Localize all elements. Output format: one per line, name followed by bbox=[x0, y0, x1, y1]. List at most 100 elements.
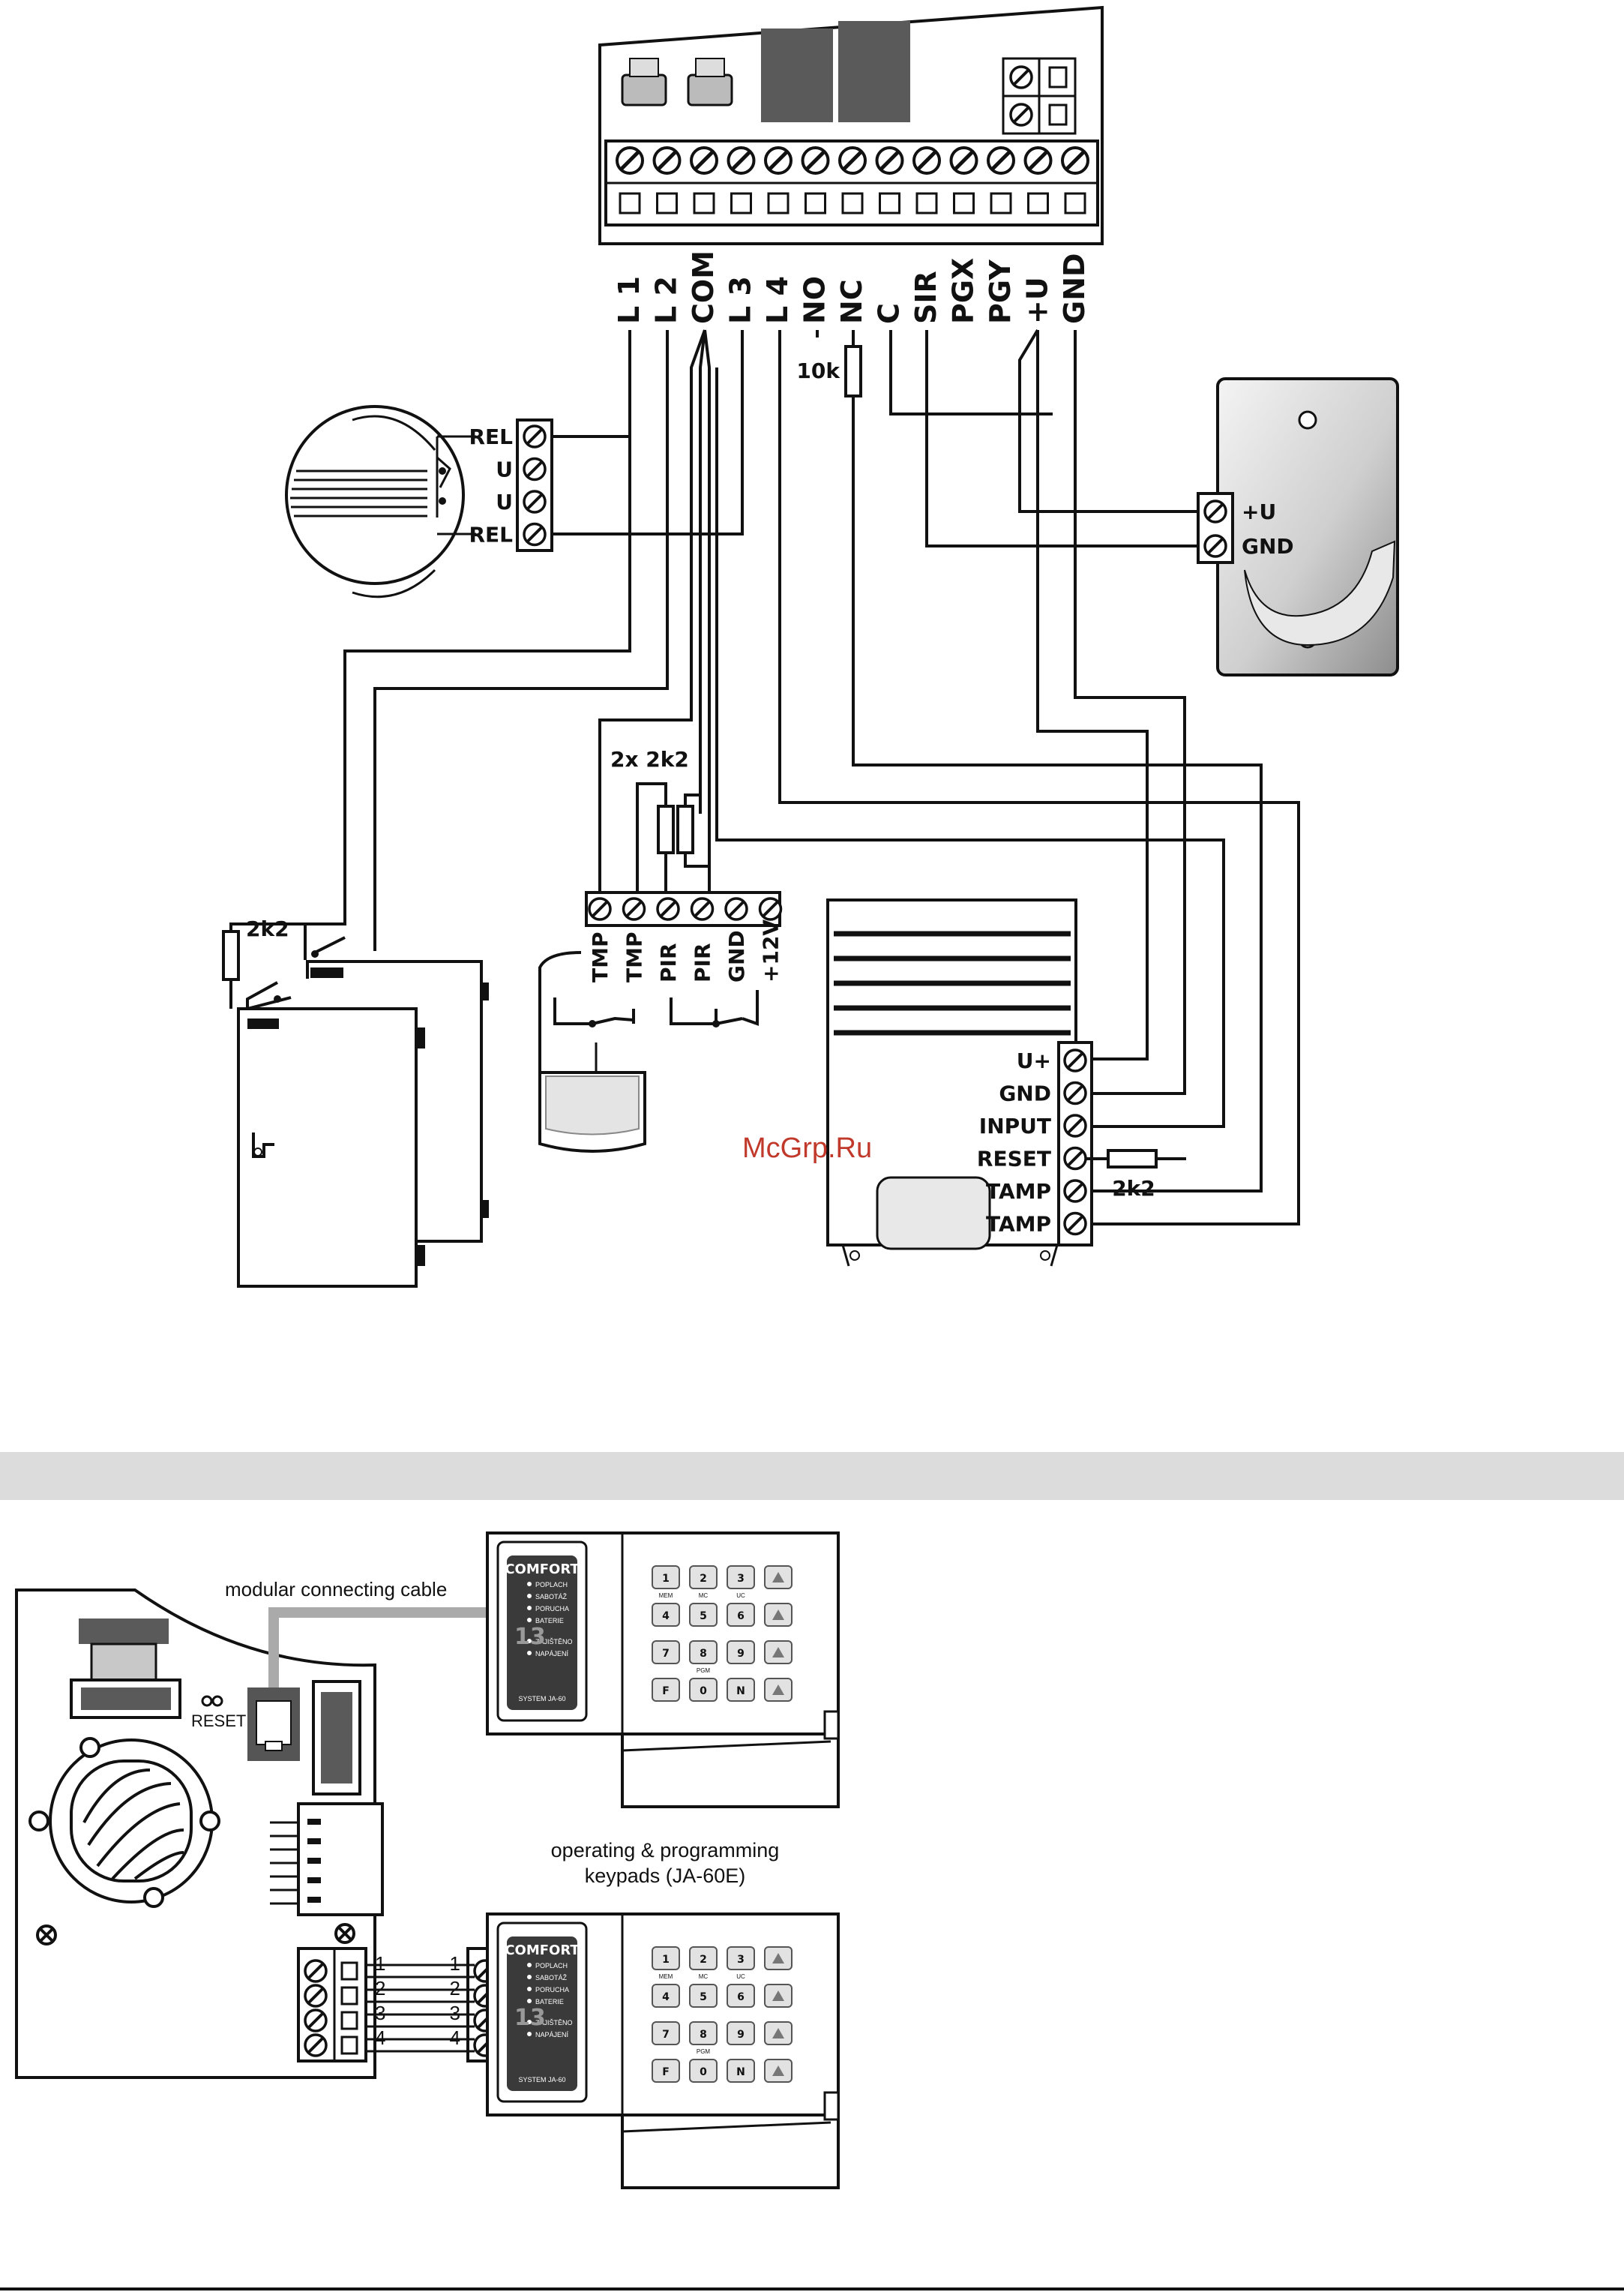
keypad-led-label: ZAJIŠTĚNO bbox=[535, 1638, 573, 1646]
keypad-key-label: 5 bbox=[700, 1610, 707, 1622]
keypad-key bbox=[727, 1678, 755, 1702]
screw-terminal-icon bbox=[304, 1959, 328, 1983]
screw-terminal-icon bbox=[655, 148, 680, 173]
keypad-key bbox=[689, 1565, 718, 1589]
screw-terminal-icon bbox=[1203, 500, 1227, 524]
keypad-key-label: 9 bbox=[737, 2029, 745, 2041]
screw-terminal-icon bbox=[803, 148, 828, 173]
keypad-key bbox=[652, 1678, 680, 1702]
screw-terminal-icon bbox=[622, 897, 646, 921]
screw-terminal-icon bbox=[758, 897, 783, 921]
keypad-led-label: POPLACH bbox=[535, 1962, 568, 1970]
terminal-label-12: GND bbox=[1058, 253, 1091, 324]
terminal-socket bbox=[879, 192, 900, 214]
screw-terminal-icon bbox=[304, 2008, 328, 2032]
pir-terminal-label-5: +12V bbox=[759, 920, 784, 982]
ext-siren-terminal-label-2: INPUT bbox=[979, 1114, 1051, 1138]
smoke-terminal-label-3: REL bbox=[469, 523, 513, 548]
keypad-led-label: SABOTÁŽ bbox=[535, 1974, 568, 1982]
terminal-label-0: L 1 bbox=[613, 276, 646, 324]
keypad-key-caption: MEM bbox=[659, 1973, 673, 1980]
keypad-key bbox=[689, 1640, 718, 1664]
cable-label: modular connecting cable bbox=[225, 1578, 447, 1600]
keypad-key bbox=[689, 1984, 718, 2008]
keypad-key bbox=[689, 2059, 718, 2083]
wire-number-right-3: 4 bbox=[450, 2026, 460, 2049]
keypad-led-label: ZAJIŠTĚNO bbox=[535, 2019, 573, 2026]
keypad-key bbox=[652, 1946, 680, 1970]
reset-jumper: RESET bbox=[191, 1695, 246, 1730]
keypad-key-label: 3 bbox=[737, 1573, 745, 1585]
siren-terminals: +U GND bbox=[1203, 500, 1294, 559]
pir-detector: 2x 2k2 bbox=[538, 747, 781, 1153]
pir-terminal-label-4: GND bbox=[724, 930, 749, 982]
terminal-socket bbox=[990, 192, 1012, 214]
keypad-key-label: 0 bbox=[700, 2066, 707, 2078]
keypad-key bbox=[652, 2059, 680, 2083]
terminal-label-7: C bbox=[873, 303, 906, 324]
screw-terminal-icon bbox=[656, 897, 680, 921]
terminal-socket bbox=[730, 192, 752, 214]
screw-terminal-icon bbox=[1062, 148, 1088, 173]
ext-siren-terminal-label-4: TAMP bbox=[986, 1179, 1051, 1204]
screw-terminal-icon bbox=[1063, 1146, 1087, 1171]
screw-terminal-icon bbox=[914, 148, 939, 173]
screw-terminal-icon bbox=[691, 148, 717, 173]
terminal-screw-row bbox=[617, 148, 1088, 214]
smoke-detector-icon bbox=[285, 405, 553, 598]
keypad-key-label: 1 bbox=[662, 1573, 670, 1585]
keypad-key-label: N bbox=[736, 1685, 745, 1697]
siren-terminal-label-0: +U bbox=[1242, 500, 1276, 524]
keypad-bus-terminals bbox=[297, 1947, 505, 2062]
cooling-fan-icon bbox=[28, 1737, 220, 1908]
keypad-key bbox=[652, 1640, 680, 1664]
wires-top bbox=[304, 328, 1300, 1226]
keypad-led-label: NAPÁJENÍ bbox=[535, 1650, 569, 1658]
keypad-key bbox=[652, 2021, 680, 2045]
keypad-key-label: F bbox=[662, 2066, 670, 2078]
keypad-key-label: 5 bbox=[700, 1991, 707, 2003]
keypad-key-label: 9 bbox=[737, 1648, 745, 1660]
keypad-key-caption: MC bbox=[699, 1592, 709, 1599]
screw-terminal-icon bbox=[1063, 1081, 1087, 1106]
keypad-key-caption: PGM bbox=[697, 2048, 711, 2055]
watermark: McGrp.Ru bbox=[742, 1132, 872, 1164]
siren-terminal-label-1: GND bbox=[1242, 534, 1294, 559]
keypad-system-label: SYSTEM JA-60 bbox=[518, 2076, 565, 2084]
smoke-terminal-label-2: U bbox=[496, 490, 513, 514]
screw-terminal-icon bbox=[766, 148, 791, 173]
ext-siren-terminal-label-1: GND bbox=[999, 1082, 1051, 1106]
screw-terminal-icon bbox=[523, 424, 547, 448]
keypad-key-label: 7 bbox=[662, 2029, 670, 2041]
screw-terminal-icon bbox=[304, 2033, 328, 2057]
siren-resistor-label: 2k2 bbox=[1112, 1176, 1155, 1201]
arm-mode-icon bbox=[772, 1572, 784, 1582]
keypad-key-label: 8 bbox=[700, 1648, 707, 1660]
screw-terminal-icon bbox=[304, 1984, 328, 2008]
screw-terminal-icon bbox=[617, 148, 643, 173]
control-panel-board bbox=[598, 5, 1104, 245]
arm-mode-icon bbox=[772, 1990, 784, 2001]
arm-mode-icon bbox=[772, 2066, 784, 2076]
screw-terminal-icon bbox=[1203, 534, 1227, 558]
screw-terminal-icon bbox=[840, 148, 865, 173]
keypad-key bbox=[727, 1640, 755, 1664]
arm-mode-icon bbox=[772, 1953, 784, 1964]
keypad-key bbox=[689, 1603, 718, 1627]
wire-number-right-0: 1 bbox=[450, 1952, 460, 1975]
pir-terminal-label-3: PIR bbox=[691, 944, 715, 983]
terminal-label-2: COM bbox=[687, 250, 720, 324]
terminal-label-6: NC bbox=[835, 279, 868, 324]
ext-siren-terminal-label-3: RESET bbox=[977, 1147, 1051, 1172]
terminal-socket bbox=[805, 192, 826, 214]
terminal-socket bbox=[656, 192, 678, 214]
pir-terminal-label-1: TMP bbox=[622, 932, 647, 982]
keypad-led-label: BATERIE bbox=[535, 1998, 564, 2006]
terminal-socket bbox=[841, 192, 864, 214]
keypad-key-caption: UC bbox=[736, 1973, 745, 1980]
arm-mode-icon bbox=[772, 2028, 784, 2038]
keypad-key-label: 8 bbox=[700, 2029, 707, 2041]
keypad-key-label: 4 bbox=[662, 1991, 670, 2003]
resistor-10k: 10k bbox=[796, 345, 862, 398]
